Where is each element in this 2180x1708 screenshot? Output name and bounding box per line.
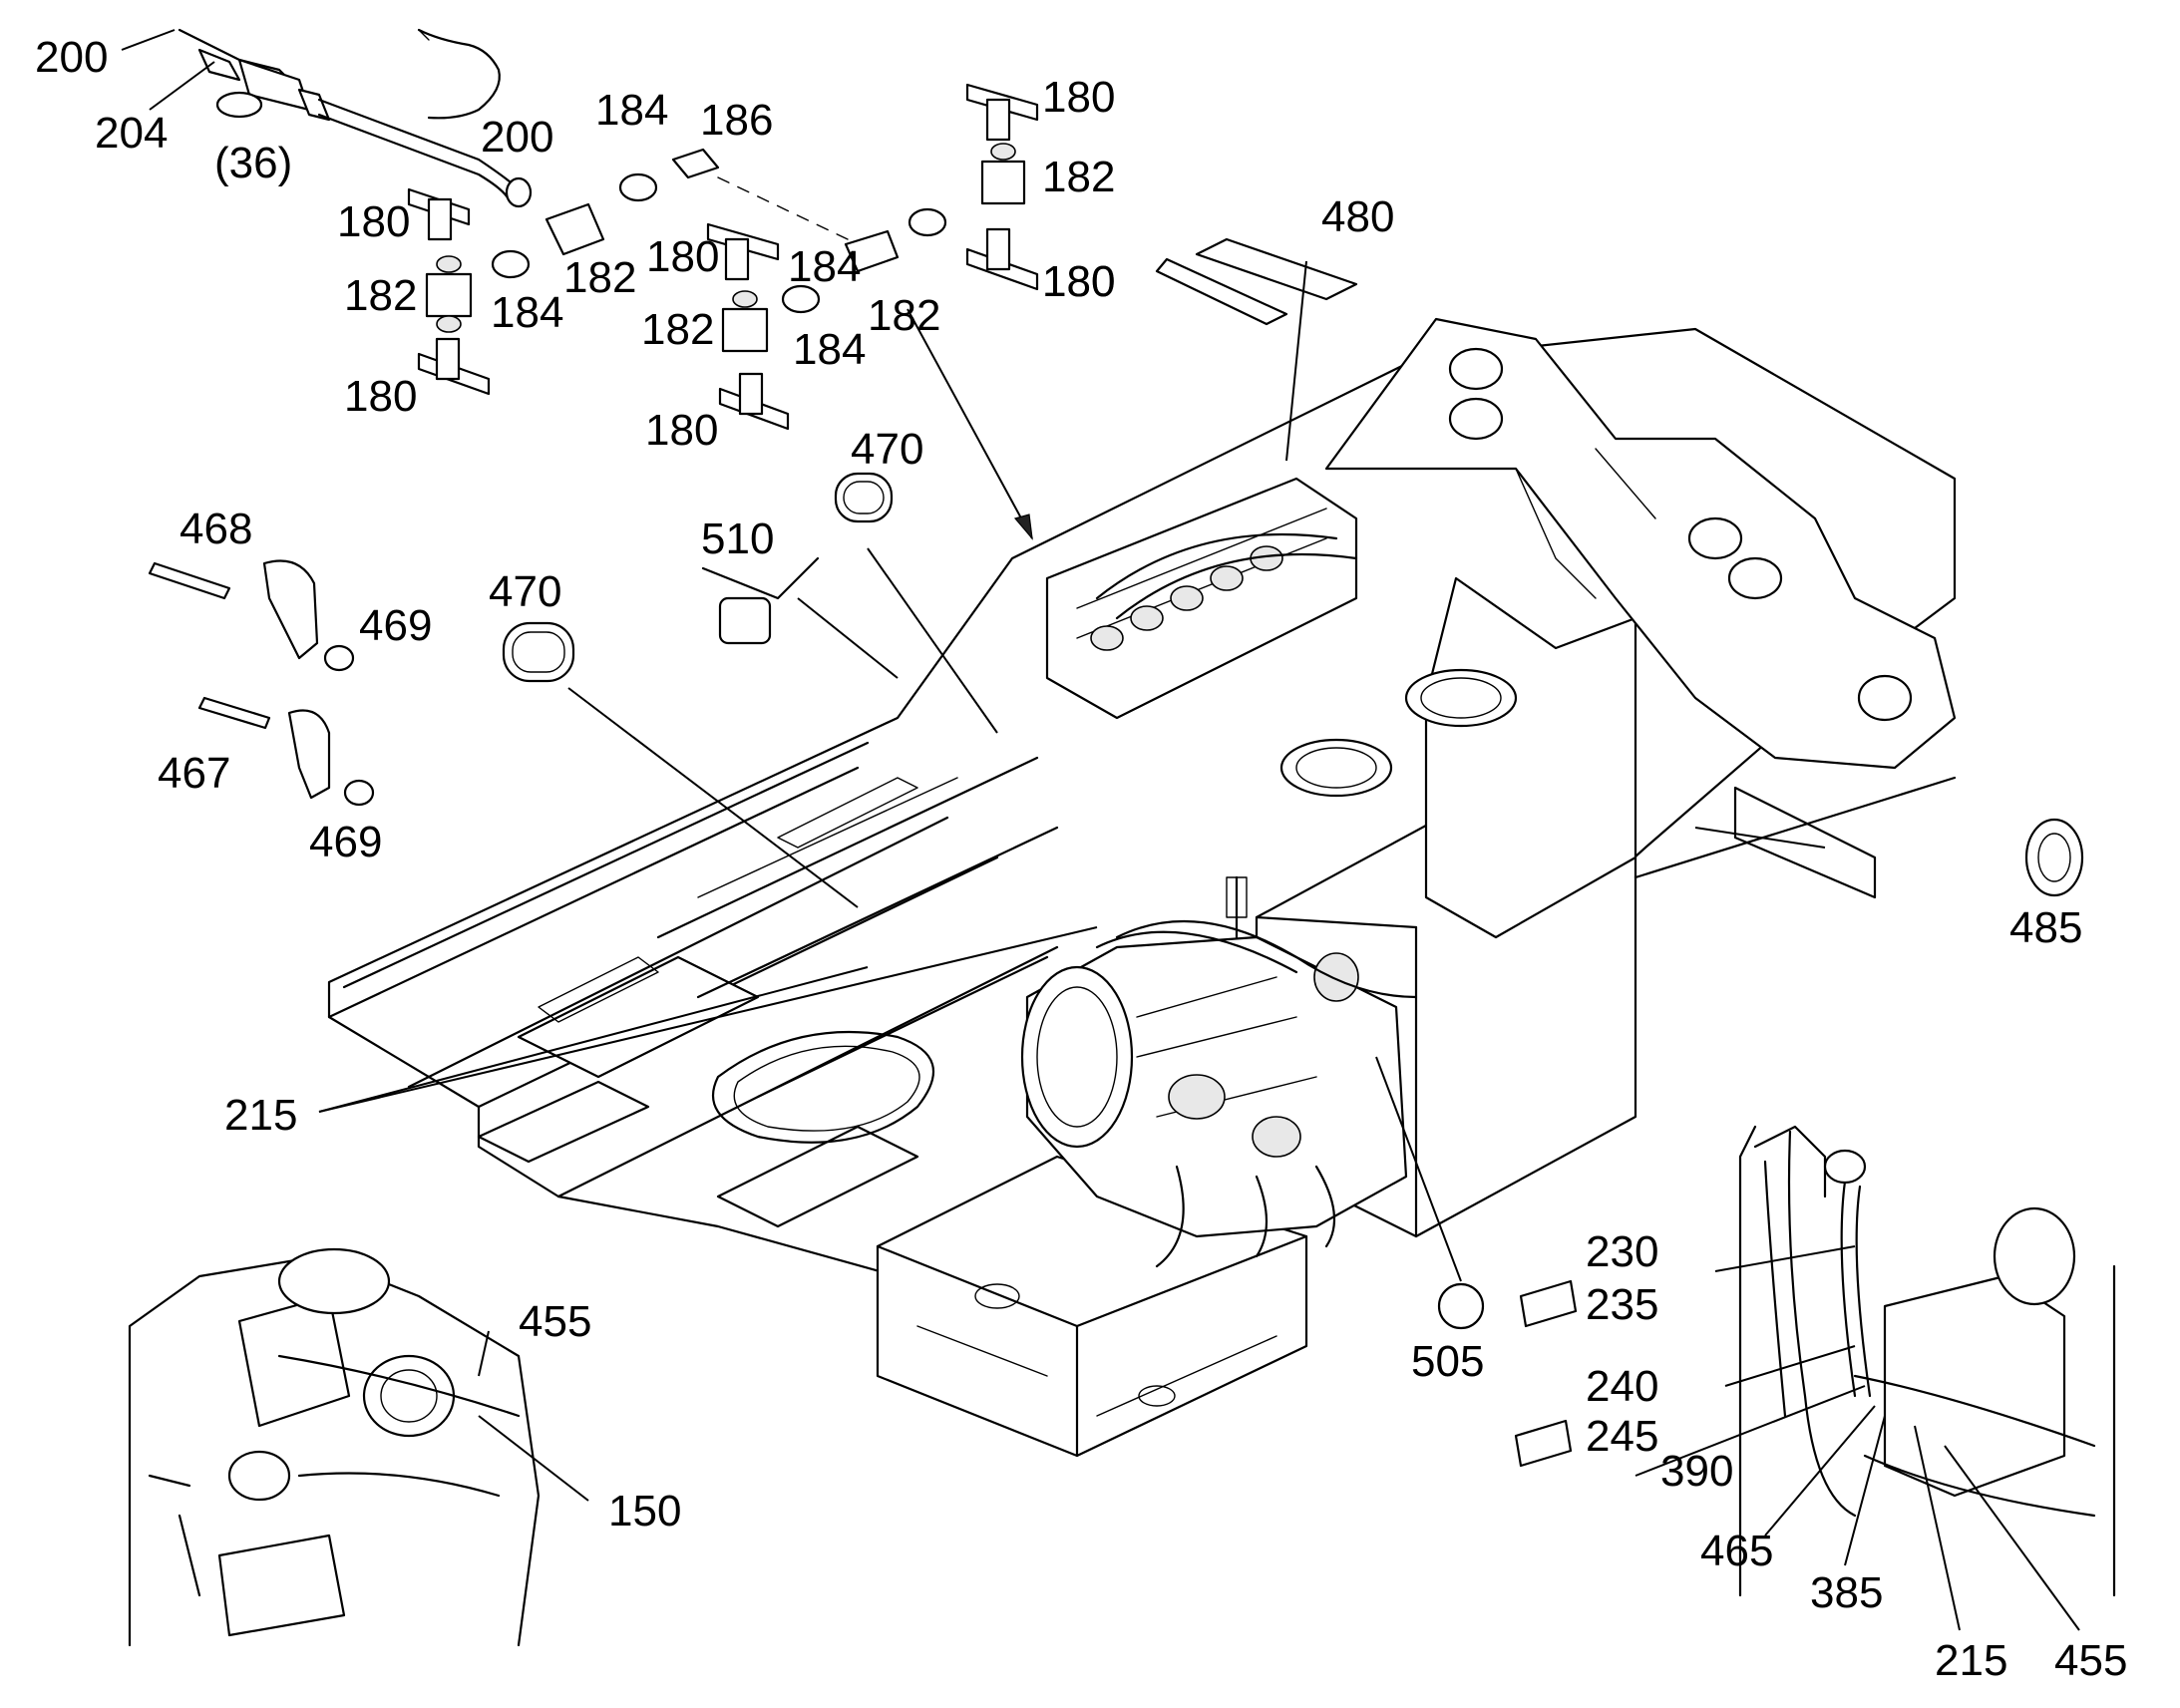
callout-label: 505 xyxy=(1411,1337,1484,1386)
callout-label: 180 xyxy=(646,232,719,281)
callout-label: 215 xyxy=(1935,1636,2007,1685)
callout-label: 180 xyxy=(337,197,410,246)
callout-label: 184 xyxy=(491,288,563,337)
callout-label: 235 xyxy=(1586,1280,1658,1329)
callout-label: 469 xyxy=(309,818,382,866)
callout-label: 182 xyxy=(563,253,636,302)
callout-label: 180 xyxy=(1042,257,1115,306)
callout-label: 455 xyxy=(519,1297,591,1346)
callout-label: 510 xyxy=(701,514,774,563)
callout-label: 245 xyxy=(1586,1412,1658,1461)
callout-label: 485 xyxy=(2009,903,2082,952)
callout-label: 470 xyxy=(851,425,923,474)
main-frame xyxy=(327,317,1957,1458)
callout-label: 390 xyxy=(1660,1447,1733,1496)
callout-label: 180 xyxy=(1042,257,1115,306)
leader-lines xyxy=(121,29,2080,1631)
detail-inset-right xyxy=(1738,1125,2116,1597)
callout-label: 182 xyxy=(344,271,417,320)
callout-label: 150 xyxy=(608,1487,681,1536)
callout-label: 186 xyxy=(700,96,773,145)
callout-label: 455 xyxy=(2054,1636,2127,1685)
callout-label: 468 xyxy=(180,505,252,553)
callout-label: 184 xyxy=(788,242,861,291)
callout-label: 184 xyxy=(793,325,866,374)
callout-label: 182 xyxy=(1042,153,1115,201)
callout-label: 204 xyxy=(95,109,168,158)
callout-label: 180 xyxy=(1042,73,1115,122)
callout-label: 230 xyxy=(1586,1227,1658,1276)
callout-label: 467 xyxy=(158,749,230,798)
callout-label: 184 xyxy=(595,86,668,135)
fittings-cluster xyxy=(148,28,2084,1468)
callout-label: (36) xyxy=(214,139,292,187)
callout-label: 180 xyxy=(344,372,417,421)
callout-label: 240 xyxy=(1586,1362,1658,1411)
detail-inset-left xyxy=(128,1247,541,1647)
callout-label: 180 xyxy=(645,406,718,455)
callout-label: 200 xyxy=(35,33,108,82)
callout-label: 470 xyxy=(489,567,561,616)
callout-label: 465 xyxy=(1700,1527,1773,1575)
callout-label: 215 xyxy=(224,1091,297,1140)
callout-label: 182 xyxy=(868,291,940,340)
callout-label: 469 xyxy=(359,601,432,650)
callout-label: 385 xyxy=(1810,1568,1883,1617)
callout-label: 182 xyxy=(641,305,714,354)
callout-label: 480 xyxy=(1321,192,1394,241)
callout-label: 200 xyxy=(481,113,553,162)
